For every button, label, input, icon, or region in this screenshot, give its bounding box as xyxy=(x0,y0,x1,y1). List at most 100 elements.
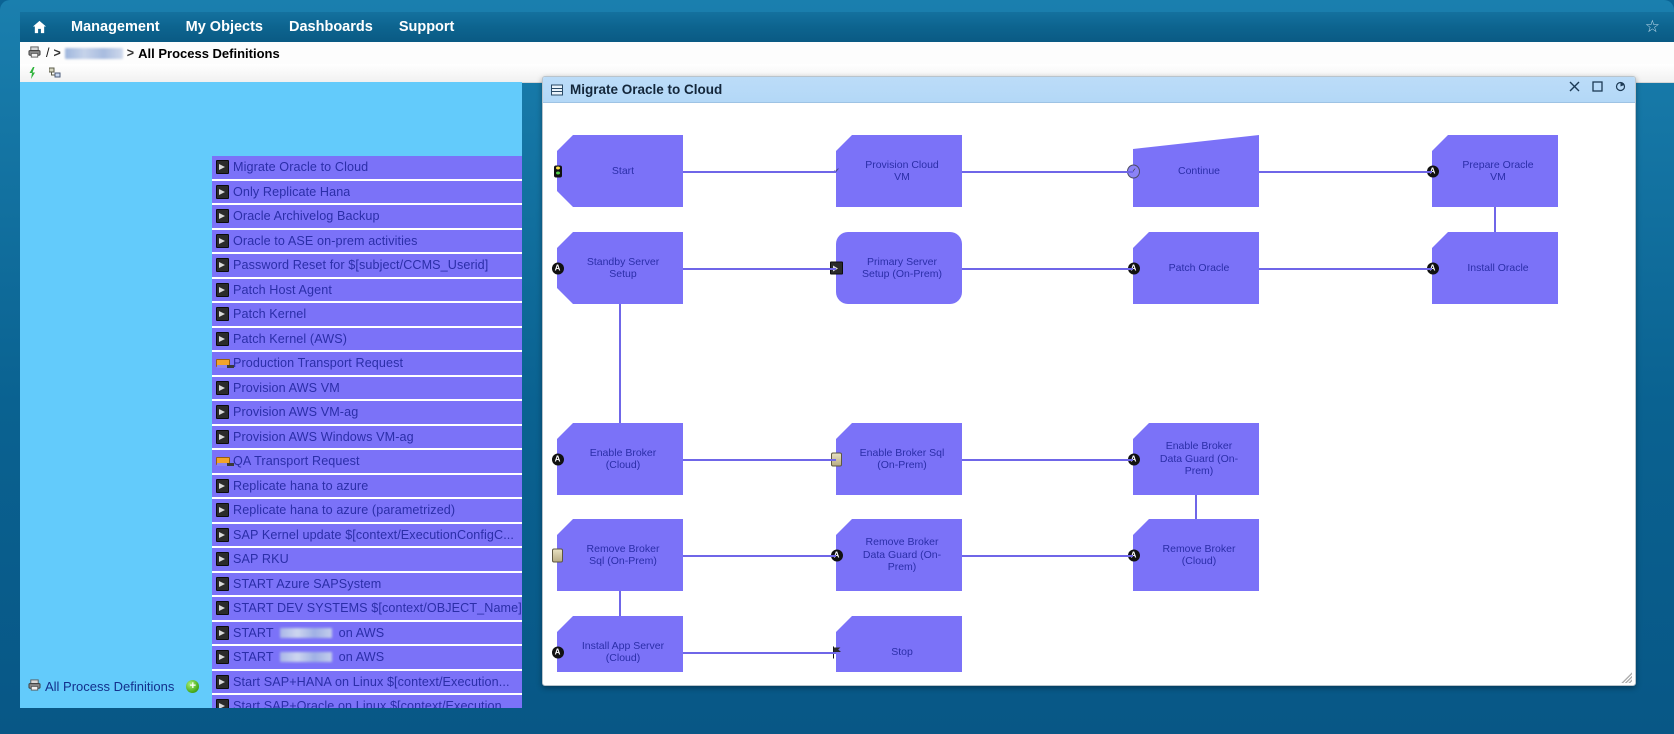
diagram-node-primary_setup[interactable]: Primary Server Setup (On-Prem) xyxy=(836,232,962,304)
process-definition-row[interactable]: START on AWS xyxy=(212,646,522,671)
process-icon xyxy=(216,527,229,542)
diagram-node-enable_broker_cloud[interactable]: Enable Broker (Cloud) xyxy=(557,423,683,495)
process-definition-row[interactable]: Only Replicate Hana xyxy=(212,180,522,205)
diagram-node-remove_broker_cloud[interactable]: Remove Broker (Cloud) xyxy=(1133,519,1259,591)
agent-icon: A xyxy=(830,549,843,562)
diagram-node-patch_oracle[interactable]: Patch Oracle xyxy=(1133,232,1259,304)
diagram-node-label: Remove Broker Data Guard (On-Prem) xyxy=(862,536,942,574)
process-icon xyxy=(216,209,229,224)
process-definition-label: Provision AWS VM-ag xyxy=(233,405,359,420)
diagram-node-remove_broker_sql[interactable]: Remove Broker Sql (On-Prem) xyxy=(557,519,683,591)
agent-icon: A xyxy=(1426,262,1439,275)
diagram-node-install_app[interactable]: Install App Server (Cloud) xyxy=(557,616,683,672)
process-definition-row[interactable]: SAP RKU xyxy=(212,548,522,573)
diagram-edge xyxy=(962,268,1133,270)
expand-plus-icon[interactable]: + xyxy=(186,680,200,693)
diagram-edge xyxy=(619,591,621,616)
diagram-node-label: Standby Server Setup xyxy=(586,255,660,280)
diagram-node-label: Start xyxy=(611,164,635,177)
redacted-text xyxy=(280,652,332,663)
diagram-node-enable_broker_sql[interactable]: Enable Broker Sql (On-Prem) xyxy=(836,423,962,495)
diagram-node-wrapper: Remove Broker Data Guard (On-Prem) A xyxy=(830,519,962,591)
diagram-node-continue[interactable]: Continue xyxy=(1133,135,1259,207)
process-definition-row[interactable]: Provision AWS Windows VM-ag xyxy=(212,425,522,450)
redacted-text xyxy=(280,627,332,638)
process-definition-row[interactable]: Start SAP+Oracle on Linux $[context/Exec… xyxy=(212,695,522,708)
process-definition-row[interactable]: Patch Kernel (AWS) xyxy=(212,327,522,352)
diagram-edge xyxy=(619,304,621,423)
process-definition-row[interactable]: Oracle Archivelog Backup xyxy=(212,205,522,230)
close-icon[interactable] xyxy=(1568,80,1581,93)
diagram-titlebar[interactable]: Migrate Oracle to Cloud xyxy=(543,77,1635,103)
process-definition-row[interactable]: Password Reset for $[subject/CCMS_Userid… xyxy=(212,254,522,279)
printer-icon xyxy=(28,679,41,694)
process-definition-row[interactable]: SAP Kernel update $[context/ExecutionCon… xyxy=(212,523,522,548)
process-icon xyxy=(216,674,229,689)
diagram-node-stop[interactable]: Stop xyxy=(836,616,962,672)
process-definition-row[interactable]: QA Transport Request xyxy=(212,450,522,475)
diagram-node-label: Continue xyxy=(1177,164,1221,177)
menu-item-my-objects[interactable]: My Objects xyxy=(185,19,263,35)
process-definition-row[interactable]: START on AWS xyxy=(212,621,522,646)
process-definition-row[interactable]: Migrate Oracle to Cloud xyxy=(212,156,522,181)
process-definition-label: Password Reset for $[subject/CCMS_Userid… xyxy=(233,258,489,273)
resize-grip[interactable] xyxy=(1621,672,1632,683)
process-icon xyxy=(216,576,229,591)
process-icon xyxy=(216,380,229,395)
process-definition-row[interactable]: START DEV SYSTEMS $[context/OBJECT_Name] xyxy=(212,597,522,622)
refresh-icon[interactable] xyxy=(1614,80,1627,93)
star-icon[interactable]: ☆ xyxy=(1644,17,1660,36)
diagram-node-wrapper: Stop xyxy=(832,616,962,672)
maximize-icon[interactable] xyxy=(1591,80,1604,93)
diagram-node-standby_setup[interactable]: Standby Server Setup xyxy=(557,232,683,304)
diagram-node-label: Enable Broker Data Guard (On-Prem) xyxy=(1159,440,1239,478)
diagram-node-wrapper: Primary Server Setup (On-Prem) xyxy=(830,232,962,304)
process-definition-row[interactable]: Replicate hana to azure xyxy=(212,474,522,499)
breadcrumb-redacted-item[interactable] xyxy=(64,47,123,59)
process-definition-row[interactable]: Provision AWS VM xyxy=(212,376,522,401)
diagram-node-label: Enable Broker Sql (On-Prem) xyxy=(859,446,945,472)
tree-root-all-process-definitions[interactable]: All Process Definitions + xyxy=(28,679,200,694)
process-definition-row[interactable]: Production Transport Request xyxy=(212,352,522,377)
process-icon xyxy=(216,331,229,346)
process-definition-label: START on AWS xyxy=(233,625,385,640)
process-definition-row[interactable]: Patch Kernel xyxy=(212,303,522,328)
main-menubar: Management My Objects Dashboards Support… xyxy=(20,12,1674,42)
diagram-node-wrapper: Continue✓ xyxy=(1127,135,1259,207)
menu-item-management[interactable]: Management xyxy=(71,19,160,35)
process-definition-row[interactable]: Replicate hana to azure (parametrized) xyxy=(212,499,522,524)
process-icon xyxy=(216,699,229,708)
home-icon[interactable] xyxy=(26,14,52,40)
diagram-edge xyxy=(683,555,836,557)
diagram-node-prepare_oracle[interactable]: Prepare Oracle VM xyxy=(1432,135,1558,207)
process-definition-row[interactable]: START Azure SAPSystem xyxy=(212,572,522,597)
process-icon xyxy=(216,552,229,567)
diagram-node-remove_broker_dg[interactable]: Remove Broker Data Guard (On-Prem) xyxy=(836,519,962,591)
process-definition-row[interactable]: Provision AWS VM-ag xyxy=(212,401,522,426)
process-definition-label: Production Transport Request xyxy=(233,356,404,371)
process-definition-label: Start SAP+Oracle on Linux $[context/Exec… xyxy=(233,699,513,708)
breadcrumb-root[interactable]: / xyxy=(46,46,50,60)
diagram-node-start[interactable]: Start xyxy=(557,135,683,207)
diagram-node-enable_broker_dg[interactable]: Enable Broker Data Guard (On-Prem) xyxy=(1133,423,1259,495)
diagram-node-label: Primary Server Setup (On-Prem) xyxy=(862,255,942,281)
diagram-title: Migrate Oracle to Cloud xyxy=(570,82,723,97)
diagram-node-install_oracle[interactable]: Install Oracle xyxy=(1432,232,1558,304)
hierarchy-icon[interactable] xyxy=(48,66,62,80)
process-definition-row[interactable]: Oracle to ASE on-prem activities xyxy=(212,229,522,254)
process-definition-row[interactable]: Patch Host Agent xyxy=(212,278,522,303)
process-definition-row[interactable]: Start SAP+HANA on Linux $[context/Execut… xyxy=(212,670,522,695)
agent-icon: A xyxy=(1127,262,1140,275)
diagram-node-provision_vm[interactable]: Provision Cloud VM xyxy=(836,135,962,207)
menu-item-dashboards[interactable]: Dashboards xyxy=(289,19,373,35)
process-definition-label: START on AWS xyxy=(233,650,385,665)
process-icon xyxy=(216,258,229,273)
refresh-icon[interactable] xyxy=(27,66,41,80)
process-definition-label: SAP Kernel update $[context/ExecutionCon… xyxy=(233,527,514,542)
menu-item-support[interactable]: Support xyxy=(398,19,455,35)
diagram-edge xyxy=(962,171,1133,173)
